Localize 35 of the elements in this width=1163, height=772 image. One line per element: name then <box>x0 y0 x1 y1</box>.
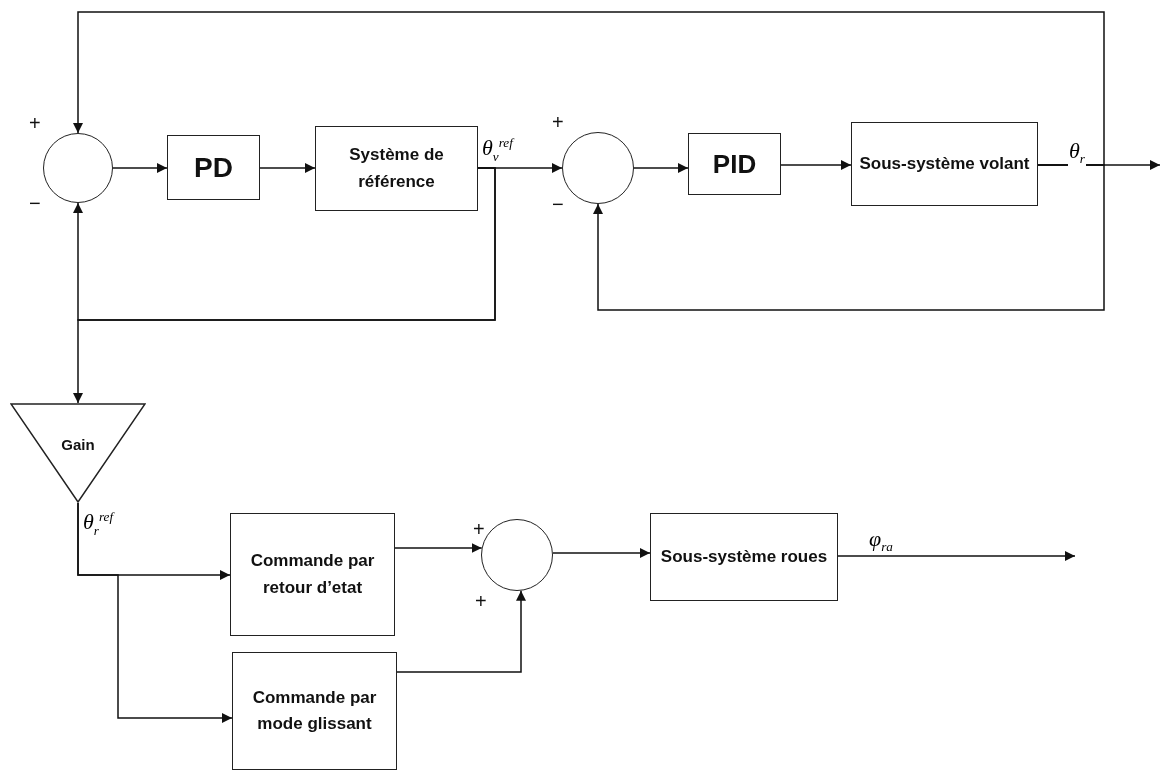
block-label: Commande par retour d’etat <box>249 550 376 599</box>
block-label: PD <box>193 150 234 185</box>
arrow <box>593 164 1105 311</box>
arrow <box>259 163 316 173</box>
arrow <box>552 548 651 558</box>
arrow <box>396 590 526 673</box>
block-label: Sous-système roues <box>659 545 829 568</box>
arrow <box>112 163 168 173</box>
arrow <box>73 11 1105 166</box>
arrow <box>77 502 233 723</box>
sign-label: − <box>552 194 564 214</box>
block-box <box>167 135 260 200</box>
block-box <box>232 652 397 770</box>
sign-label: + <box>29 113 41 133</box>
arrow <box>837 551 1076 561</box>
block-box <box>230 513 395 636</box>
block-box <box>688 133 781 195</box>
block-box <box>851 122 1038 206</box>
block-label: Gain <box>60 435 96 455</box>
signal-label: θ$_{r}$ <box>1068 140 1086 166</box>
block-box <box>315 126 478 211</box>
arrow <box>394 543 483 553</box>
sign-label: + <box>473 519 485 539</box>
block-box <box>650 513 838 601</box>
arrow <box>633 163 689 173</box>
gain-triangle <box>10 403 146 503</box>
sign-label: + <box>475 591 487 611</box>
block-label: Commande par mode glissant <box>251 686 378 735</box>
block-label: Sous-système volant <box>858 152 1031 175</box>
arrow <box>73 167 496 404</box>
block-label: Système de référence <box>348 144 445 193</box>
block-label: PID <box>711 147 758 181</box>
arrow <box>780 160 852 170</box>
sign-label: + <box>552 112 564 132</box>
sign-label: − <box>29 193 41 213</box>
